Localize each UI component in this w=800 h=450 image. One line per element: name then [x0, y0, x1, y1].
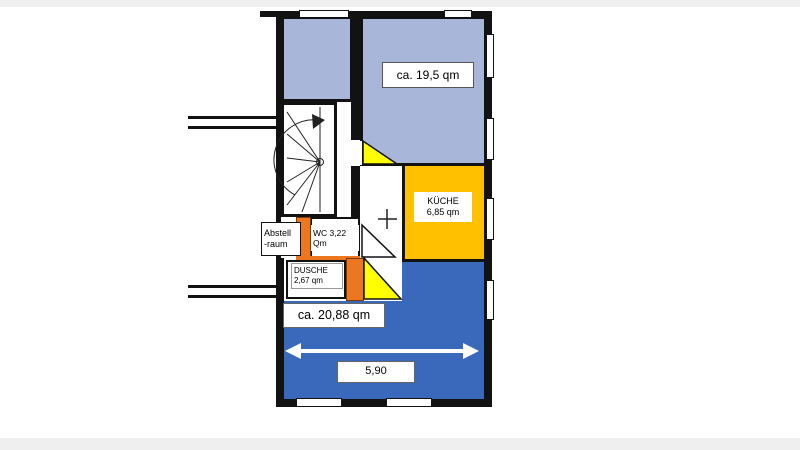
living-room-area-label: ca. 20,88 qm — [283, 303, 385, 328]
wc-text-line2: Qm — [313, 238, 327, 248]
orange-wall-right-of-shower — [346, 258, 364, 301]
wc-label: WC 3,22 Qm — [311, 225, 359, 251]
window-right-2 — [486, 118, 494, 160]
window-right-4 — [486, 280, 494, 320]
room-upper-left — [281, 16, 353, 102]
width-dimension-label: 5,90 — [337, 361, 415, 383]
living-room-area-text: ca. 20,88 qm — [297, 308, 371, 322]
width-dimension-text: 5,90 — [365, 365, 387, 378]
window-right-1 — [486, 34, 494, 78]
door-opening — [349, 141, 362, 165]
upper-room-area-label: ca. 19,5 qm — [382, 62, 474, 88]
storage-text-line1: Abstell — [264, 228, 292, 239]
window-bottom-1 — [296, 398, 342, 407]
interior-wall-vertical-upper — [351, 16, 360, 140]
room-upper-right — [360, 16, 487, 166]
stairwell — [281, 102, 337, 217]
shower-area-text: 2,67 qm — [294, 276, 323, 285]
storage-label: Abstell -raum — [261, 222, 301, 256]
bottom-gray-strip — [0, 438, 800, 450]
shower-name-text: DUSCHE — [294, 266, 328, 276]
kitchen-label: KÜCHE 6,85 qm — [414, 192, 472, 222]
kitchen-name-text: KÜCHE — [427, 196, 459, 207]
orange-wall-below-wc — [296, 256, 360, 263]
left-wall-stub-lower — [188, 285, 278, 298]
top-gray-strip — [0, 0, 800, 7]
shower-label: DUSCHE 2,67 qm — [291, 263, 343, 289]
window-top-1 — [299, 10, 349, 18]
window-top-2 — [444, 10, 472, 18]
interior-wall-vertical-lower — [351, 166, 360, 217]
wc-text-line1: WC 3,22 — [313, 227, 347, 238]
storage-text-line2: -raum — [264, 239, 288, 249]
window-bottom-2 — [386, 398, 432, 407]
kitchen-area-text: 6,85 qm — [426, 207, 460, 217]
top-wall-extension — [260, 11, 278, 17]
upper-room-area-text: ca. 19,5 qm — [396, 67, 460, 82]
window-right-3 — [486, 198, 494, 240]
left-wall-stub-upper — [188, 116, 278, 129]
